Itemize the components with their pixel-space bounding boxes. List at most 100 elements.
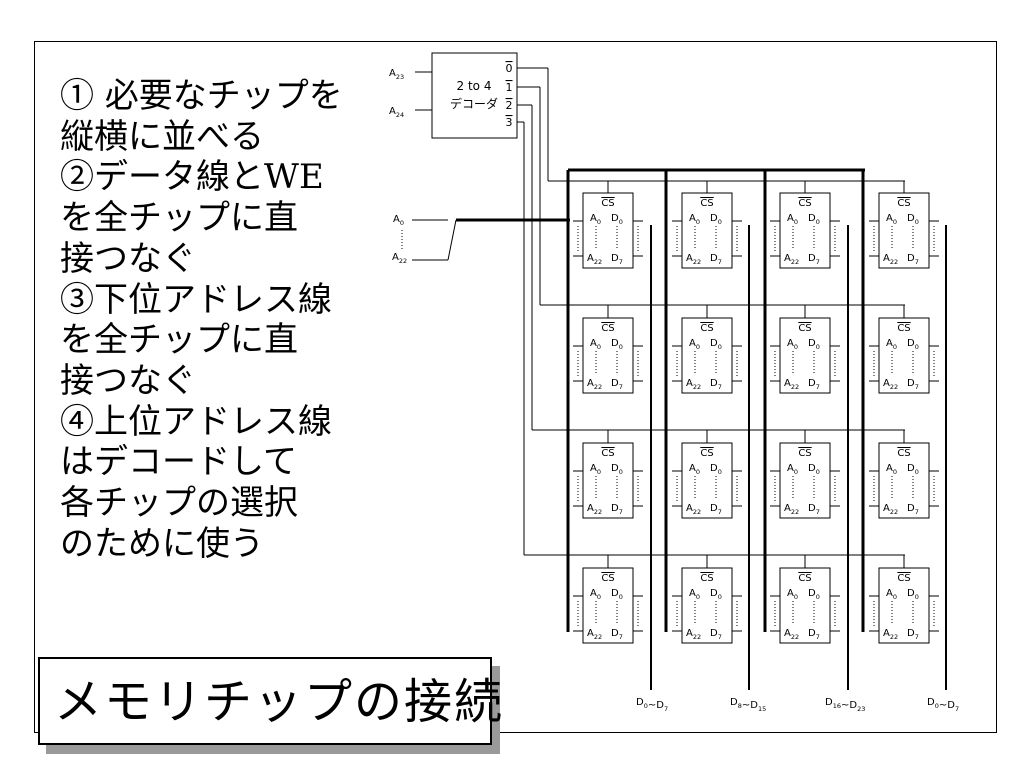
label-sub: 22 (693, 258, 701, 266)
chip-cs-label: CS (897, 323, 910, 334)
label-base: A (587, 253, 594, 264)
label-sub: 7 (816, 508, 820, 516)
chip-cs-label: CS (700, 198, 713, 209)
label-sep: ~ (742, 700, 750, 711)
chip-d7-label: D7 (808, 253, 820, 266)
label-sub: 16 (833, 702, 841, 710)
label-base: A (389, 68, 396, 79)
label-base: A (886, 463, 893, 474)
label-base: D (710, 463, 718, 474)
label-sub: 0 (893, 343, 897, 351)
chip-a22-label: A22 (784, 628, 799, 641)
chip-box (779, 567, 831, 644)
chip-a22-label: A22 (686, 628, 701, 641)
label-sub: 7 (915, 258, 919, 266)
label-base: A (590, 213, 597, 224)
chip-a0-label: A0 (787, 213, 798, 226)
label-base: A (784, 503, 791, 514)
chip-d0-label: D0 (907, 338, 919, 351)
chip-cs-label: CS (601, 323, 614, 334)
label-sub: 0 (619, 593, 623, 601)
decoder-label-line2: デコーダ (450, 96, 498, 111)
chip-a22-label: A22 (784, 503, 799, 516)
label-sub: 22 (594, 508, 602, 516)
label-sub: 0 (619, 218, 623, 226)
label-base: D (907, 213, 915, 224)
decoder-output-label: 3 (506, 116, 513, 129)
label-base: A (389, 106, 396, 117)
label-sub: 22 (693, 508, 701, 516)
label-sub: 0 (816, 593, 820, 601)
chip-d0-label: D0 (710, 588, 722, 601)
label-sub: 0 (893, 218, 897, 226)
label-sub: 7 (915, 508, 919, 516)
chip-box (681, 442, 733, 519)
step-line: ④上位アドレス線 (60, 401, 332, 442)
chip-box (878, 192, 930, 269)
chip-d7-label: D7 (611, 628, 623, 641)
label-sub: 7 (816, 383, 820, 391)
decoder-label-line1: 2 to 4 (457, 79, 492, 93)
chip-d0-label: D0 (907, 588, 919, 601)
label-base: D (849, 700, 857, 711)
label-base: D (710, 628, 718, 639)
chip-d7-label: D7 (710, 503, 722, 516)
chip-d7-label: D7 (611, 253, 623, 266)
chip-a0-label: A0 (590, 588, 601, 601)
chip-d0-label: D0 (710, 213, 722, 226)
step-line: ③下位アドレス線 (60, 279, 332, 320)
label-sub: 7 (619, 258, 623, 266)
chip-a0-label: A0 (590, 463, 601, 476)
label-sub: 7 (915, 383, 919, 391)
label-base: D (611, 503, 619, 514)
label-sub: 7 (664, 705, 668, 713)
label-sub: 0 (816, 468, 820, 476)
step-line: のために使う (60, 523, 264, 564)
label-sub: 22 (890, 633, 898, 641)
step-line: を全チップに直 (60, 320, 298, 361)
label-base: A (686, 503, 693, 514)
label-base: A (587, 628, 594, 639)
decoder-output-label: 1 (506, 81, 513, 94)
label-base: D (808, 628, 816, 639)
data-bus-label: D0~D7 (636, 697, 668, 713)
label-sub: 0 (718, 218, 722, 226)
decoder-input-label: A24 (389, 106, 404, 119)
chip-d0-label: D0 (710, 463, 722, 476)
label-sub: 22 (399, 257, 407, 265)
label-sub: 22 (791, 383, 799, 391)
label-sub: 7 (718, 633, 722, 641)
label-base: D (907, 338, 915, 349)
label-sub: 22 (791, 258, 799, 266)
chip-box (779, 317, 831, 394)
chip-d7-label: D7 (808, 503, 820, 516)
chip-a0-label: A0 (886, 463, 897, 476)
step-line: 接つなぐ (60, 238, 196, 279)
label-sep: ~ (648, 700, 656, 711)
label-base: A (883, 378, 890, 389)
label-sub: 7 (718, 508, 722, 516)
chip-d7-label: D7 (808, 378, 820, 391)
label-base: D (656, 700, 664, 711)
chip-d0-label: D0 (907, 463, 919, 476)
label-sub: 15 (758, 705, 766, 713)
chip-d0-label: D0 (710, 338, 722, 351)
label-sub: 7 (816, 258, 820, 266)
label-base: A (886, 338, 893, 349)
label-sub: 0 (696, 218, 700, 226)
label-base: A (886, 213, 893, 224)
label-base: D (808, 213, 816, 224)
decoder-input-label: A23 (389, 68, 404, 81)
chip-a22-label: A22 (686, 378, 701, 391)
label-base: D (750, 700, 758, 711)
chip-cs-label: CS (700, 448, 713, 459)
label-sub: 0 (816, 218, 820, 226)
chip-a22-label: A22 (883, 378, 898, 391)
label-sub: 0 (794, 343, 798, 351)
